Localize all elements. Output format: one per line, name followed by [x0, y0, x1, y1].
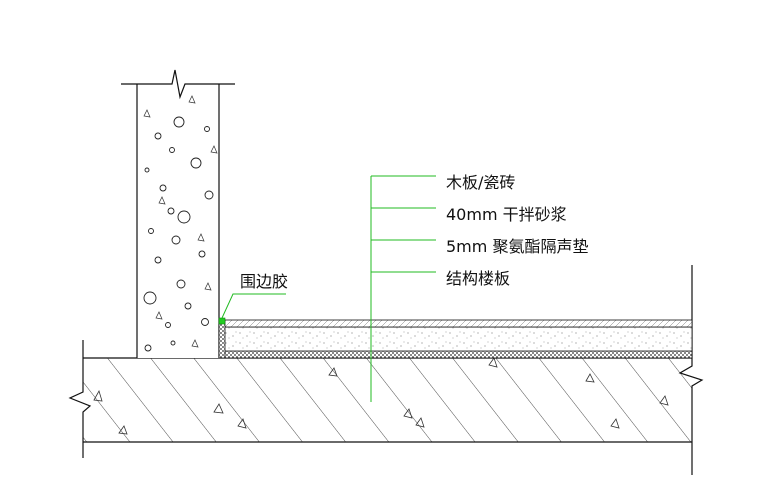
concrete-wall — [121, 69, 235, 358]
structural-slab — [68, 265, 704, 475]
layer-label-pu-pad: 5mm 聚氨酯隔声垫 — [446, 237, 588, 256]
leader-lines — [221, 175, 436, 402]
sealant-label: 围边胶 — [240, 272, 288, 291]
layer-label-mortar: 40mm 干拌砂浆 — [446, 205, 567, 224]
floor-layers — [218, 317, 693, 359]
sealant-leader — [221, 293, 286, 319]
layer-label-slab: 结构楼板 — [446, 269, 510, 288]
perimeter-sealant — [218, 317, 226, 325]
layer-label-wood-tile: 木板/瓷砖 — [446, 173, 515, 192]
